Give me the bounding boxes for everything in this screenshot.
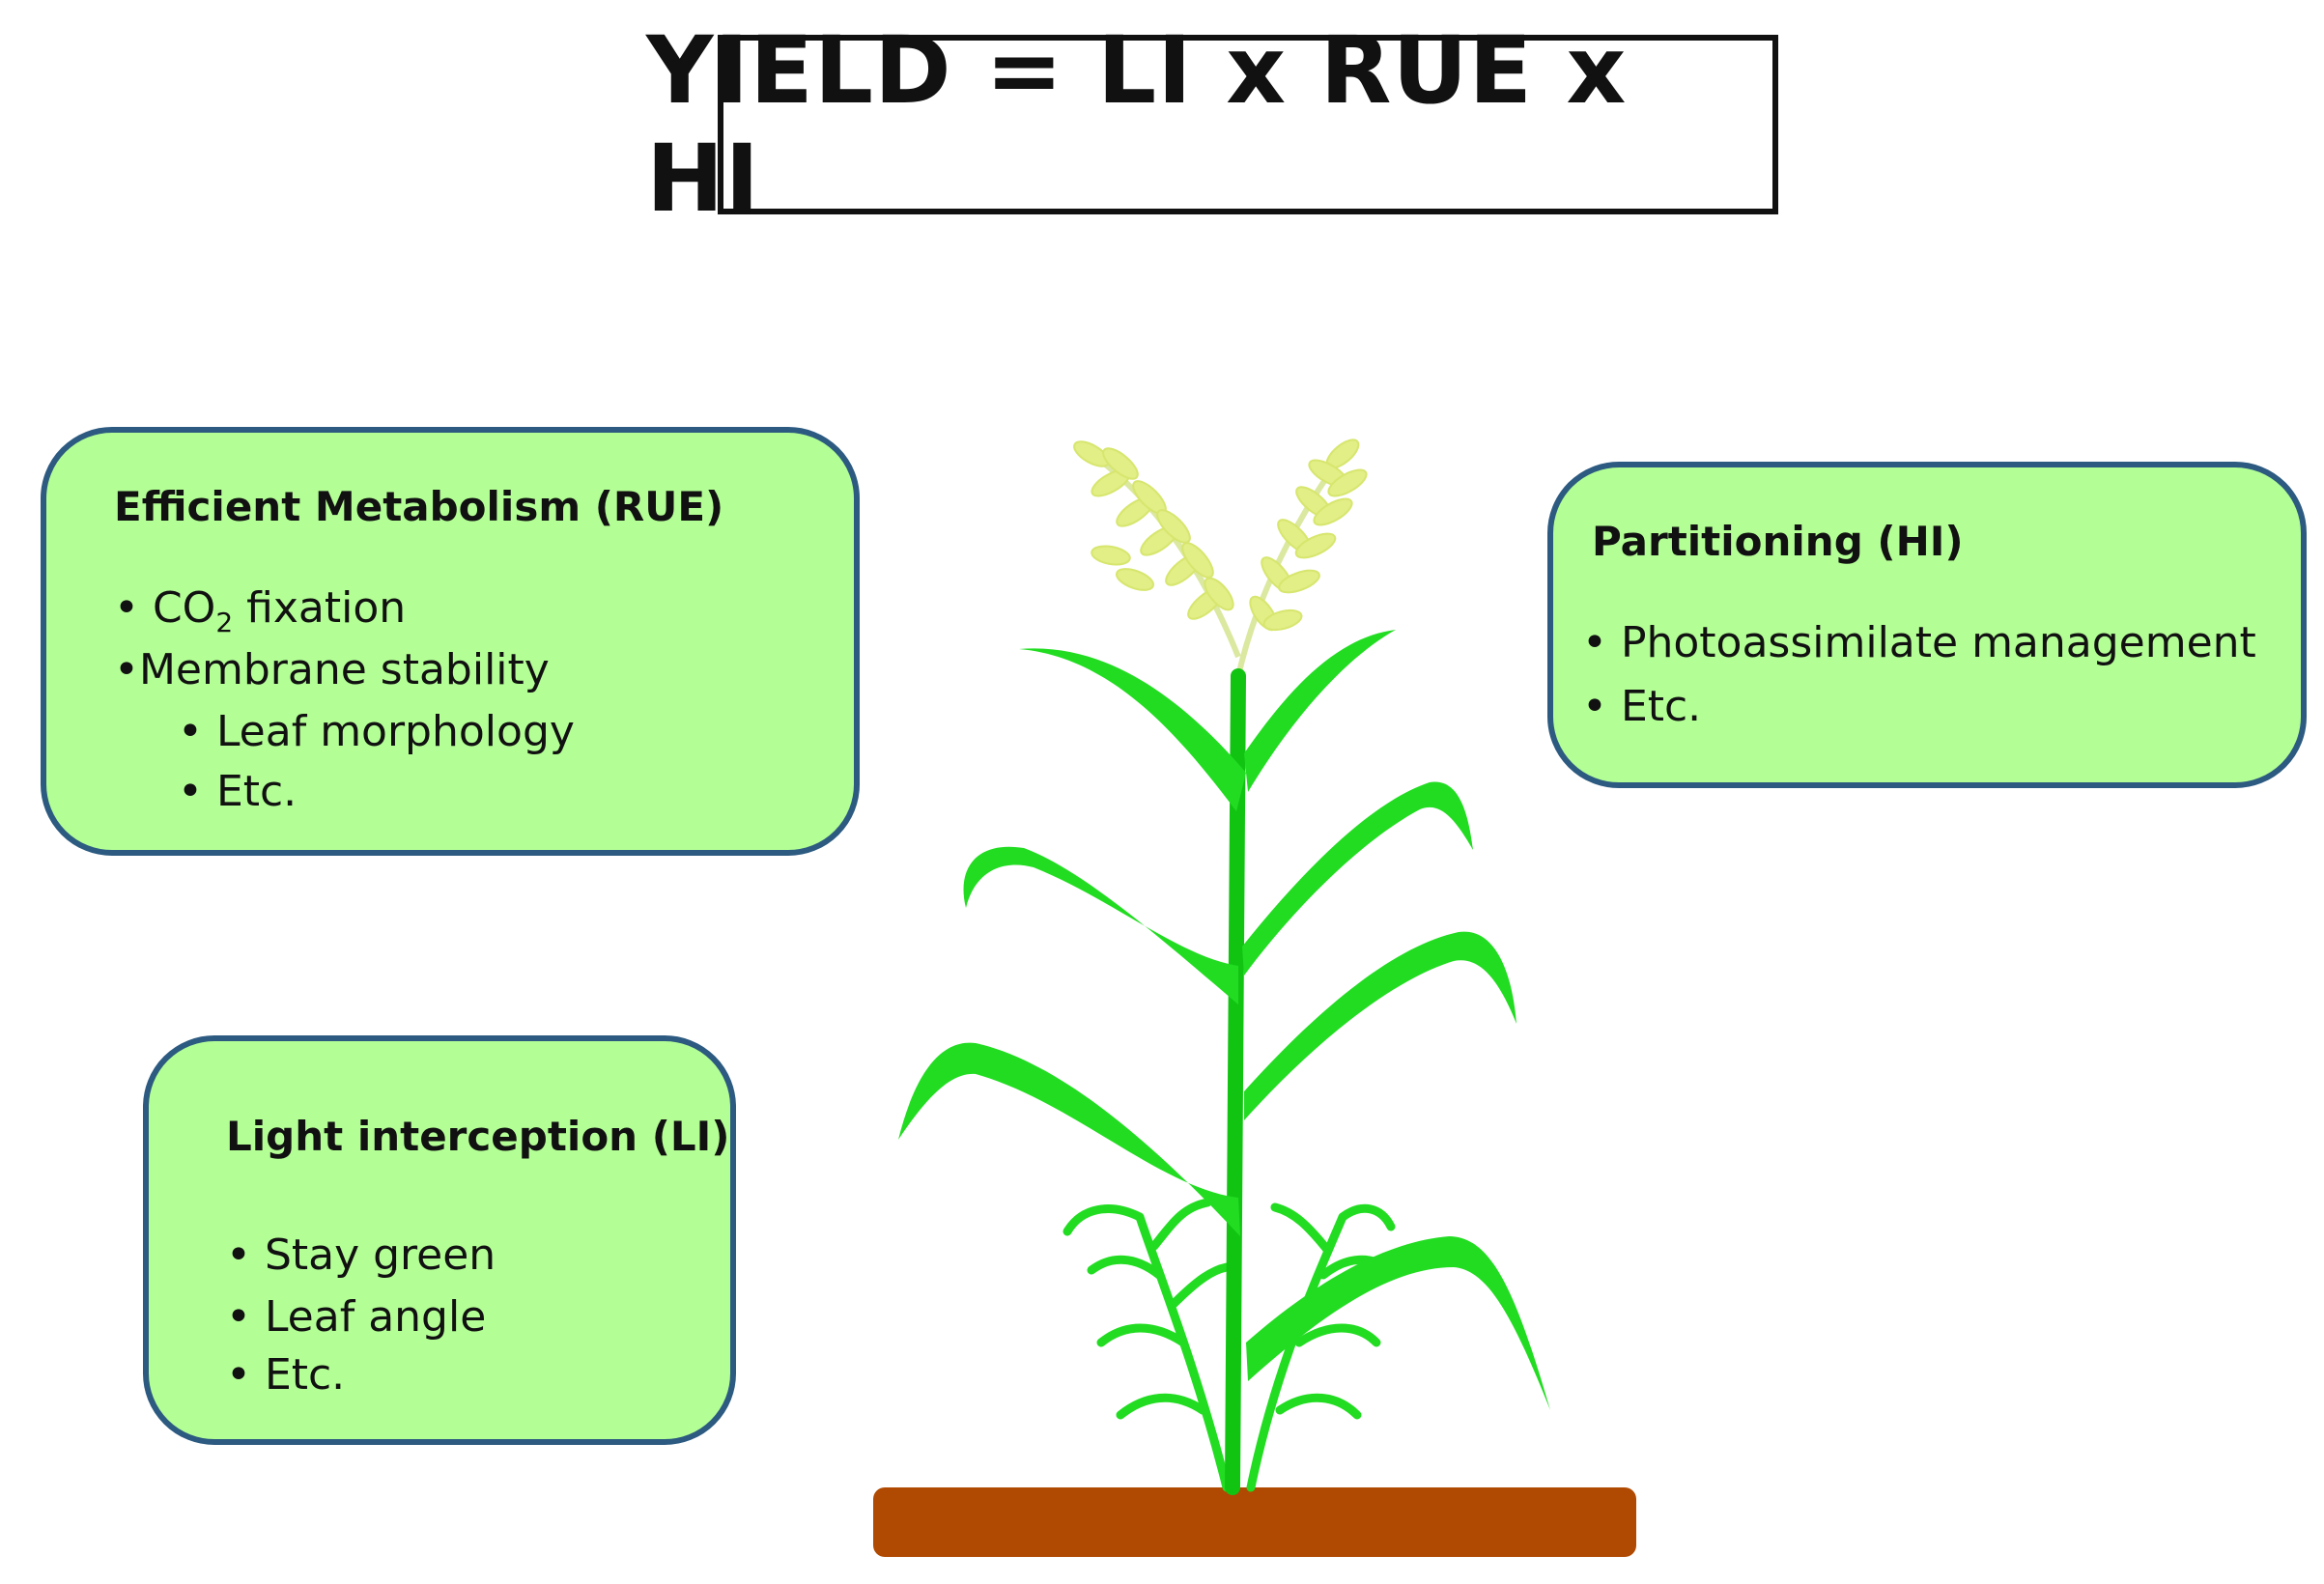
hi-item-photoassimilate: • Photoassimilate management	[1582, 618, 2256, 667]
leaf-icon	[898, 630, 1550, 1410]
rue-item-membrane: •Membrane stability	[114, 645, 550, 694]
rue-item-etc: • Etc.	[178, 767, 298, 816]
rue-card-title: Efficient Metabolism (RUE)	[114, 483, 724, 530]
li-item-leaf-angle: • Leaf angle	[226, 1292, 487, 1342]
panicle-icon	[1073, 438, 1368, 677]
rue-card: Efficient Metabolism (RUE) • CO2 fixatio…	[41, 427, 860, 856]
li-item-etc: • Etc.	[226, 1350, 346, 1400]
li-item-stay-green: • Stay green	[226, 1230, 496, 1280]
yield-formula: YIELD = LI x RUE x HI	[646, 16, 1628, 233]
hi-item-etc: • Etc.	[1582, 682, 1702, 731]
rue-item-co2: • CO2 fixation	[114, 583, 407, 638]
hi-card-title: Partitioning (HI)	[1592, 518, 1964, 565]
li-card-title: Light interception (LI)	[226, 1113, 730, 1160]
rue-item-leaf-morphology: • Leaf morphology	[178, 707, 575, 756]
hi-card: Partitioning (HI) • Photoassimilate mana…	[1547, 462, 2307, 788]
formula-box: YIELD = LI x RUE x HI	[646, 16, 1778, 233]
li-card: Light interception (LI) • Stay green • L…	[143, 1035, 736, 1445]
soil-bar	[873, 1487, 1636, 1557]
